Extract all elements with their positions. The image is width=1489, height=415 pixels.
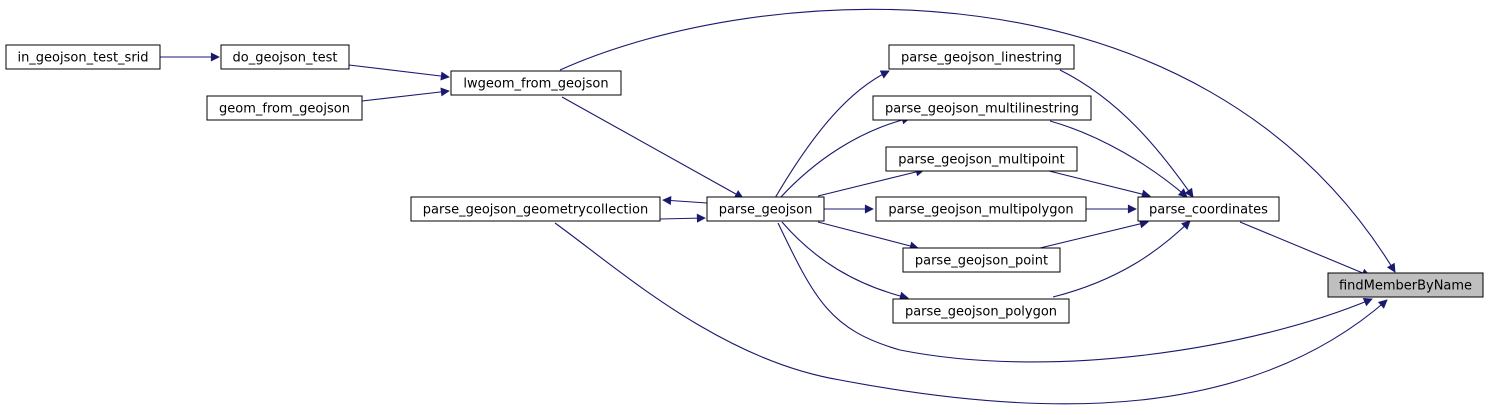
edge-parse-geojson-point-to-parse-coordinates <box>1039 219 1149 249</box>
node-in-geojson-test-srid[interactable]: in_geojson_test_srid <box>5 44 161 70</box>
edge-parse-geojson-to-parse-geojson-multipoint <box>817 167 925 197</box>
node-label: parse_geojson_polygon <box>905 305 1057 320</box>
node-label: parse_geojson_geometrycollection <box>423 203 649 218</box>
node-parse-geojson-geometrycollection[interactable]: parse_geojson_geometrycollection <box>410 196 661 222</box>
edge-parse-geojson-multipoint-to-parse-coordinates <box>1044 169 1151 199</box>
node-label: geom_from_geojson <box>219 102 350 117</box>
edge-parse-geojson-to-parse-geojson-multilinestring <box>779 115 911 199</box>
edge-parse-geojson-polygon-to-parse-coordinates <box>1052 220 1191 298</box>
node-label: parse_geojson <box>719 203 813 218</box>
node-do-geojson-test[interactable]: do_geojson_test <box>220 44 350 70</box>
node-label: do_geojson_test <box>233 51 338 66</box>
node-geom-from-geojson[interactable]: geom_from_geojson <box>206 95 363 121</box>
node-find-member-by-name[interactable]: findMemberByName <box>1327 272 1484 298</box>
edge-parse-geojson-linestring-to-parse-coordinates <box>1059 69 1194 198</box>
edge-lwgeom-from-geojson-to-find-member-by-name <box>559 8 1396 273</box>
node-label: findMemberByName <box>1339 279 1472 294</box>
edge-parse-geojson-to-parse-geojson-point <box>817 221 919 251</box>
node-label: parse_geojson_multipolygon <box>888 203 1073 218</box>
node-lwgeom-from-geojson[interactable]: lwgeom_from_geojson <box>450 70 622 96</box>
edge-parse-geojson-to-parse-geojson-polygon <box>781 221 909 301</box>
node-label: in_geojson_test_srid <box>17 51 148 66</box>
node-label: parse_geojson_multipoint <box>898 153 1065 168</box>
node-parse-geojson-point[interactable]: parse_geojson_point <box>902 247 1061 273</box>
edge-parse-geojson-to-parse-geojson-linestring <box>774 70 890 199</box>
edge-parse-geojson-to-find-member-by-name <box>777 222 1373 363</box>
node-label: parse_geojson_multilinestring <box>885 102 1079 117</box>
node-parse-coordinates[interactable]: parse_coordinates <box>1137 196 1280 222</box>
node-label: parse_geojson_point <box>915 254 1048 269</box>
node-parse-geojson-multilinestring[interactable]: parse_geojson_multilinestring <box>872 95 1092 121</box>
edge-do-geojson-test-to-lwgeom-from-geojson <box>348 64 450 81</box>
edge-parse-geojson-to-parse-geojson-geometrycollection <box>662 196 708 206</box>
edge-parse-coordinates-to-find-member-by-name <box>1239 221 1371 278</box>
edge-lwgeom-from-geojson-to-parse-geojson <box>561 96 744 199</box>
edge-parse-geojson-multilinestring-to-parse-coordinates <box>1049 120 1188 198</box>
node-label: parse_geojson_linestring <box>901 51 1062 66</box>
edge-parse-geojson-geometrycollection-to-parse-geojson <box>659 213 706 223</box>
node-parse-geojson-multipoint[interactable]: parse_geojson_multipoint <box>885 146 1078 172</box>
edges <box>160 8 1396 405</box>
edge-geom-from-geojson-to-lwgeom-from-geojson <box>361 87 450 102</box>
node-parse-geojson-polygon[interactable]: parse_geojson_polygon <box>892 298 1070 324</box>
node-label: lwgeom_from_geojson <box>463 77 608 92</box>
node-parse-geojson-linestring[interactable]: parse_geojson_linestring <box>888 44 1075 70</box>
node-label: parse_coordinates <box>1149 203 1268 218</box>
edge-parse-geojson-geometrycollection-to-find-member-by-name <box>554 222 1388 405</box>
node-parse-geojson[interactable]: parse_geojson <box>706 196 825 222</box>
node-parse-geojson-multipolygon[interactable]: parse_geojson_multipolygon <box>875 196 1087 222</box>
